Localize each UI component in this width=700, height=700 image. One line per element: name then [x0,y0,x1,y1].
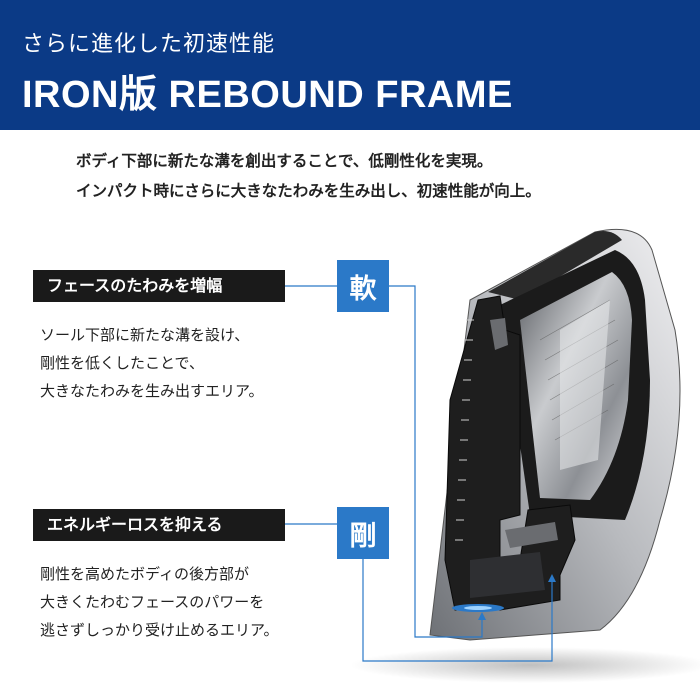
soft-desc-line: 大きなたわみを生み出すエリア。 [40,382,264,400]
soft-connector-line [389,285,483,638]
badge-texture [539,299,619,441]
ground-shadow [350,647,700,683]
upper-groove [490,318,508,350]
rigid-zone-description: 剛性を高めたボディの後方部が 大きくたわむフェースのパワーを 逃さずしっかり受け… [40,560,340,644]
rigid-desc-line: 逃さずしっかり受け止めるエリア。 [40,621,279,639]
header-banner: さらに進化した初速性能 IRON版 REBOUND FRAME [0,0,700,130]
intro-text: ボディ下部に新たな溝を創出することで、低剛性化を実現。 インパクト時にさらに大き… [76,146,686,206]
rigid-zone-label: エネルギーロスを抑える [33,509,285,541]
rigid-connector-line [362,559,553,662]
soft-zone-label: フェースのたわみを増幅 [33,270,285,302]
header-title: IRON版 REBOUND FRAME [22,74,513,116]
sole-cavity [470,552,545,598]
rigid-arrow-icon [548,574,556,582]
cavity-badge [520,272,632,500]
soft-desc-line: 剛性を低くしたことで、 [40,354,204,372]
topline [488,231,622,300]
intro-line-2: インパクト時にさらに大きなたわみを生み出し、初速性能が向上。 [76,182,541,200]
rigid-desc-line: 大きくたわむフェースのパワーを [40,593,265,611]
face-section [444,295,576,611]
rigid-zone-tag: 剛 [337,507,389,559]
badge-highlight [560,300,610,470]
header-subtitle: さらに進化した初速性能 [22,32,276,57]
face-scorelines [455,319,474,541]
cavity [500,250,650,520]
club-head-body [429,228,681,641]
soft-zone-description: ソール下部に新たな溝を設け、 剛性を低くしたことで、 大きなたわみを生み出すエリ… [40,321,340,405]
soft-zone-tag: 軟 [337,260,389,312]
sole-glow-core [464,606,492,610]
lower-groove [505,522,558,548]
rigid-desc-line: 剛性を高めたボディの後方部が [40,565,249,583]
soft-desc-line: ソール下部に新たな溝を設け、 [40,326,250,344]
soft-arrow-icon [478,612,486,620]
intro-line-1: ボディ下部に新たな溝を創出することで、低剛性化を実現。 [76,152,493,170]
sole-glow [452,604,504,612]
